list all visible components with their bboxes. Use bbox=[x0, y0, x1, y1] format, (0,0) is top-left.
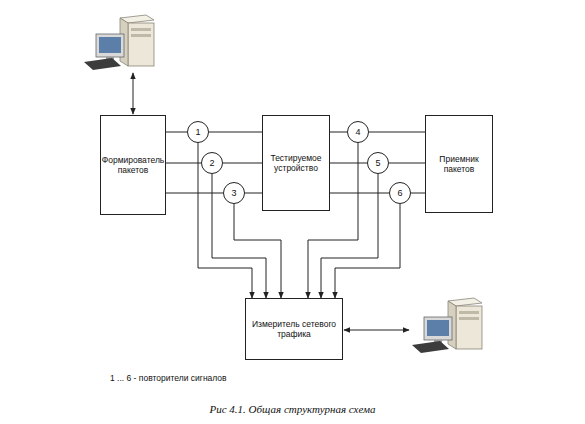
box-label: Измеритель сетевого трафика bbox=[246, 319, 342, 339]
keyboard bbox=[412, 341, 449, 353]
drive-bay bbox=[459, 311, 479, 314]
signal-line bbox=[330, 132, 347, 133]
monitor bbox=[96, 34, 124, 57]
tower-front bbox=[456, 306, 482, 349]
signal-line bbox=[411, 193, 425, 194]
signal-line bbox=[209, 132, 262, 133]
repeater-circle: 5 bbox=[367, 152, 389, 174]
callout-number: 1 bbox=[193, 127, 202, 137]
signal-line bbox=[198, 143, 252, 298]
computer-icon bbox=[412, 298, 482, 353]
circle-outline bbox=[390, 183, 411, 204]
circle-outline bbox=[368, 153, 389, 174]
keyboard bbox=[84, 58, 121, 70]
monitor-screen bbox=[427, 320, 449, 336]
circle-outline bbox=[224, 183, 245, 204]
callout-number: 6 bbox=[395, 188, 404, 198]
circle-outline bbox=[348, 122, 369, 143]
drive-bay bbox=[131, 34, 151, 37]
repeater-circle: 1 bbox=[187, 121, 209, 143]
callout-number: 5 bbox=[373, 158, 382, 168]
signal-line bbox=[166, 193, 223, 194]
monitor bbox=[424, 317, 452, 340]
box-label: Приемник пакетов bbox=[426, 154, 492, 174]
signal-line bbox=[166, 132, 187, 133]
signal-line bbox=[330, 163, 367, 164]
callout-number: 2 bbox=[207, 158, 216, 168]
repeater-circle: 6 bbox=[389, 182, 411, 204]
generator-box: Формирователь пакетов bbox=[100, 115, 166, 215]
signal-line bbox=[166, 163, 201, 164]
legend-note: 1 ... 6 - повторители сигналов bbox=[110, 373, 227, 383]
signal-line bbox=[389, 163, 425, 164]
signal-line bbox=[245, 193, 262, 194]
repeater-circle: 4 bbox=[347, 121, 369, 143]
drive-bay bbox=[131, 28, 151, 31]
signal-line bbox=[335, 204, 400, 298]
tower-front bbox=[128, 23, 154, 66]
monitor-screen bbox=[99, 37, 121, 53]
repeater-circle: 3 bbox=[223, 182, 245, 204]
meter-box: Измеритель сетевого трафика bbox=[245, 298, 343, 360]
data-link-arrow bbox=[344, 330, 409, 331]
device-box: Тестируемое устройство bbox=[262, 115, 330, 211]
box-label: Формирователь пакетов bbox=[100, 155, 167, 175]
circle-outline bbox=[202, 153, 223, 174]
callout-number: 3 bbox=[229, 188, 238, 198]
computer-icon bbox=[84, 15, 154, 70]
figure-caption: Рис 4.1. Общая структурная схема bbox=[0, 403, 585, 415]
circle-outline bbox=[188, 122, 209, 143]
signal-line bbox=[212, 174, 266, 298]
callout-number: 4 bbox=[353, 127, 362, 137]
signal-line bbox=[369, 132, 425, 133]
box-label: Тестируемое устройство bbox=[263, 153, 329, 173]
signal-line bbox=[223, 163, 262, 164]
signal-line bbox=[330, 193, 389, 194]
data-link-arrow bbox=[133, 73, 134, 114]
repeater-circle: 2 bbox=[201, 152, 223, 174]
drive-bay bbox=[459, 317, 479, 320]
receiver-box: Приемник пакетов bbox=[425, 115, 493, 213]
signal-line bbox=[234, 204, 281, 298]
